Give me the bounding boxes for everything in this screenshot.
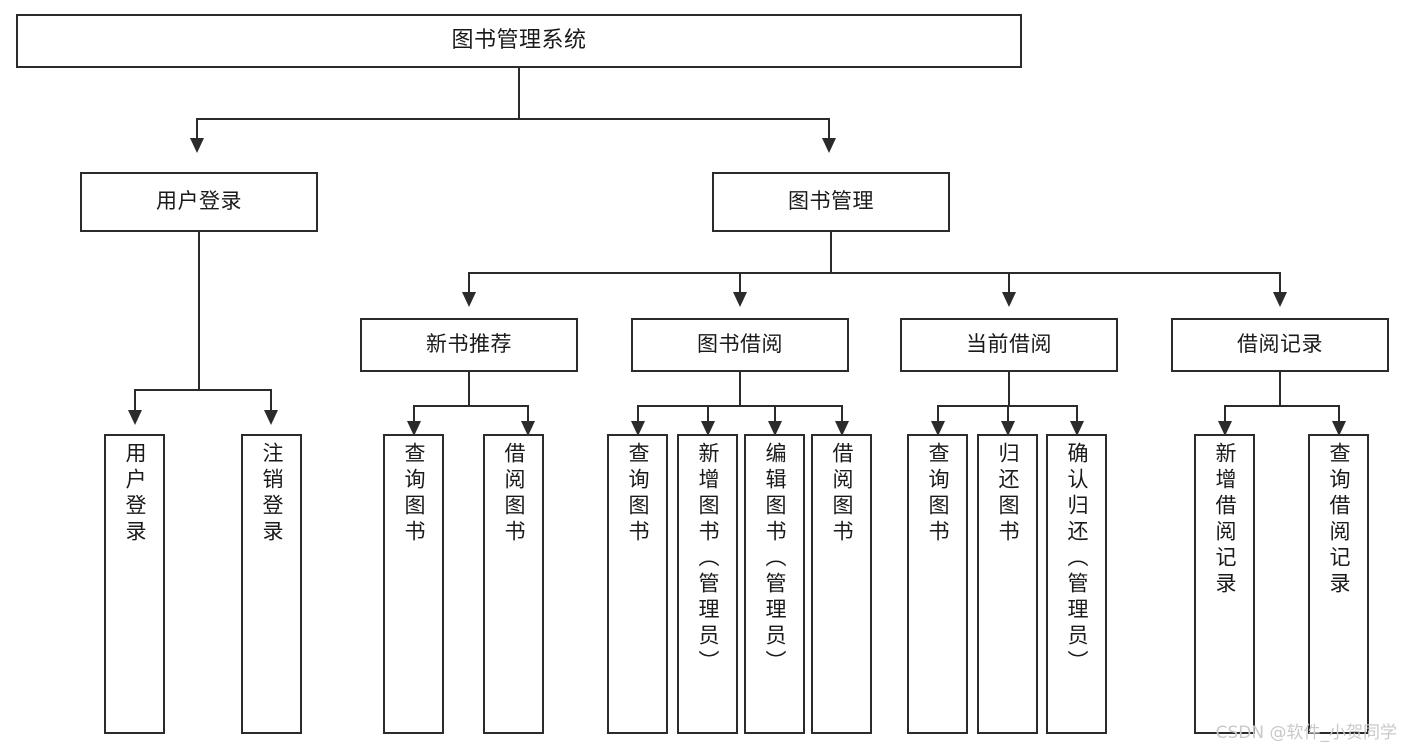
edge-nb-to-query [413, 405, 415, 423]
edge-book-borrow-bus [637, 405, 842, 407]
arrowhead-user-login [190, 138, 204, 153]
edge-cb-to-query [937, 405, 939, 423]
edge-root-trunk [518, 68, 520, 118]
edge-br-to-query [1338, 405, 1340, 423]
arrowhead-cb-confirm [1070, 421, 1084, 436]
arrowhead-br-add [1218, 421, 1232, 436]
arrowhead-book-management [822, 138, 836, 153]
leaf-bb-edit-book-admin[interactable]: 编辑图书（管理员） [744, 434, 805, 734]
node-book-management[interactable]: 图书管理 [712, 172, 950, 232]
node-label: 新增图书（管理员） [696, 442, 720, 676]
node-label: 注销登录 [260, 442, 284, 546]
edge-book-borrow-trunk [739, 372, 741, 405]
leaf-nb-borrow-book[interactable]: 借阅图书 [483, 434, 544, 734]
node-label: 新增借阅记录 [1213, 442, 1237, 598]
leaf-bb-borrow-book[interactable]: 借阅图书 [811, 434, 872, 734]
edge-current-borrow-trunk [1008, 372, 1010, 405]
arrowhead-current-borrow [1002, 292, 1016, 307]
edge-cb-to-return [1007, 405, 1009, 423]
node-label: 图书管理系统 [451, 27, 587, 53]
edge-bb-to-add [707, 405, 709, 423]
leaf-bb-add-book-admin[interactable]: 新增图书（管理员） [677, 434, 738, 734]
node-label: 查询图书 [626, 442, 650, 546]
arrowhead-nb-query [407, 421, 421, 436]
edge-bb-to-borrow [841, 405, 843, 423]
node-user-login[interactable]: 用户登录 [80, 172, 318, 232]
node-label: 借阅图书 [830, 442, 854, 546]
arrowhead-br-query [1332, 421, 1346, 436]
node-label: 图书管理 [788, 189, 874, 214]
edge-borrow-record-trunk [1279, 372, 1281, 405]
edge-cb-to-confirm [1076, 405, 1078, 423]
edge-new-book-trunk [468, 372, 470, 405]
arrowhead-bb-borrow [835, 421, 849, 436]
node-label: 新书推荐 [426, 332, 512, 357]
node-label: 用户登录 [123, 442, 147, 546]
edge-book-management-trunk [830, 232, 832, 272]
node-new-book-recommend[interactable]: 新书推荐 [360, 318, 578, 372]
arrowhead-bb-query [631, 421, 645, 436]
leaf-bb-query-book[interactable]: 查询图书 [607, 434, 668, 734]
node-root-book-management-system[interactable]: 图书管理系统 [16, 14, 1022, 68]
edge-book-management-bus [468, 272, 1280, 274]
edge-borrow-record-bus [1224, 405, 1340, 407]
arrowhead-cb-return [1001, 421, 1015, 436]
edge-user-login-to-logout [270, 389, 272, 412]
leaf-br-add-record[interactable]: 新增借阅记录 [1194, 434, 1255, 734]
node-book-borrow[interactable]: 图书借阅 [631, 318, 849, 372]
csdn-watermark: CSDN @软件_小贺同学 [1215, 723, 1397, 743]
edge-root-to-user-login [196, 118, 198, 140]
node-label: 借阅图书 [502, 442, 526, 546]
edge-bm-to-borrow-record [1279, 272, 1281, 294]
arrowhead-cb-query [931, 421, 945, 436]
arrowhead-borrow-record [1273, 292, 1287, 307]
node-label: 用户登录 [156, 189, 242, 214]
edge-user-login-bus [134, 389, 272, 391]
arrowhead-leaf-logout [264, 410, 278, 425]
edge-user-login-trunk [198, 232, 200, 389]
arrowhead-new-book [462, 292, 476, 307]
arrowhead-nb-borrow [521, 421, 535, 436]
edge-new-book-bus [413, 405, 529, 407]
arrowhead-leaf-user-login [128, 410, 142, 425]
edge-bm-to-current-borrow [1008, 272, 1010, 294]
node-label: 确认归还（管理员） [1065, 442, 1089, 676]
node-label: 借阅记录 [1237, 332, 1323, 357]
leaf-cb-query-book[interactable]: 查询图书 [907, 434, 968, 734]
node-label: 编辑图书（管理员） [763, 442, 787, 676]
arrowhead-bb-edit [768, 421, 782, 436]
node-label: 归还图书 [996, 442, 1020, 546]
leaf-nb-query-book[interactable]: 查询图书 [383, 434, 444, 734]
leaf-br-query-record[interactable]: 查询借阅记录 [1308, 434, 1369, 734]
edge-br-to-add [1224, 405, 1226, 423]
edge-user-login-to-login [134, 389, 136, 412]
node-current-borrow[interactable]: 当前借阅 [900, 318, 1118, 372]
edge-bm-to-new-book [468, 272, 470, 294]
node-label: 查询图书 [926, 442, 950, 546]
leaf-logout[interactable]: 注销登录 [241, 434, 302, 734]
node-label: 查询借阅记录 [1327, 442, 1351, 598]
node-label: 图书借阅 [697, 332, 783, 357]
edge-bm-to-book-borrow [739, 272, 741, 294]
leaf-cb-confirm-return-admin[interactable]: 确认归还（管理员） [1046, 434, 1107, 734]
edge-root-to-book-management [828, 118, 830, 140]
leaf-cb-return-book[interactable]: 归还图书 [977, 434, 1038, 734]
leaf-user-login[interactable]: 用户登录 [104, 434, 165, 734]
edge-bb-to-query [637, 405, 639, 423]
node-label: 查询图书 [402, 442, 426, 546]
node-label: 当前借阅 [966, 332, 1052, 357]
edge-nb-to-borrow [527, 405, 529, 423]
edge-root-bus [196, 118, 830, 120]
arrowhead-book-borrow [733, 292, 747, 307]
node-borrow-record[interactable]: 借阅记录 [1171, 318, 1389, 372]
arrowhead-bb-add [701, 421, 715, 436]
edge-bb-to-edit [774, 405, 776, 423]
